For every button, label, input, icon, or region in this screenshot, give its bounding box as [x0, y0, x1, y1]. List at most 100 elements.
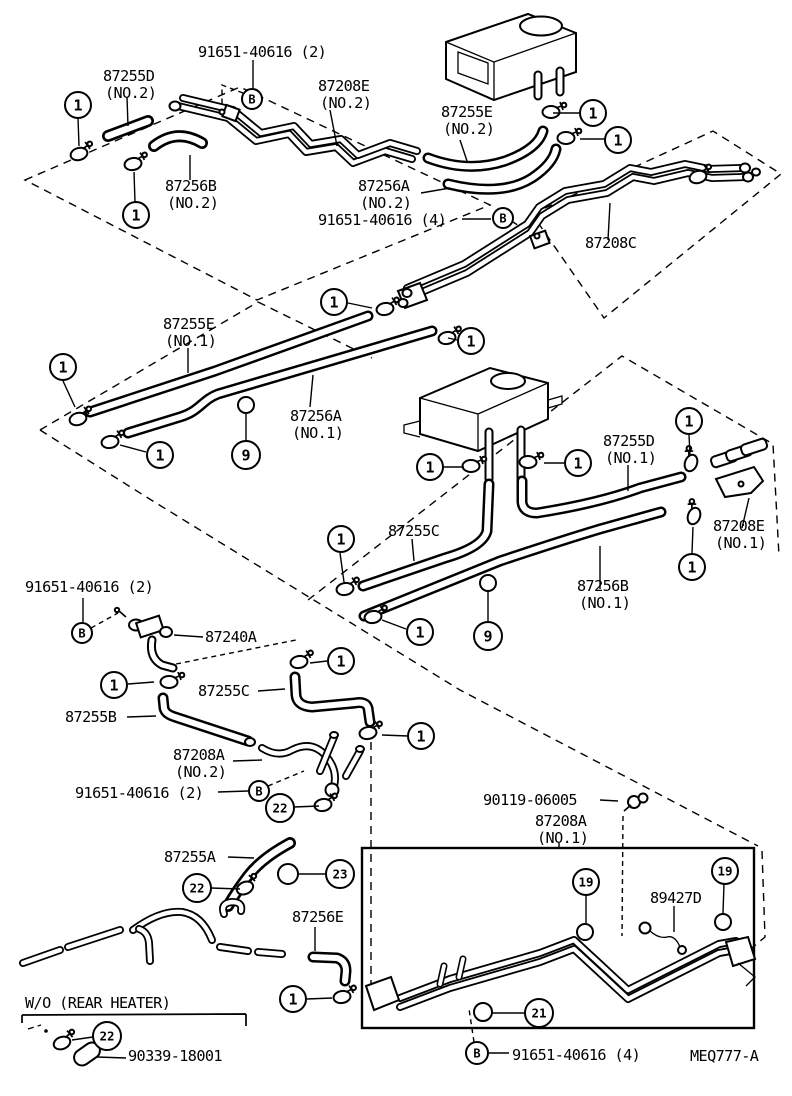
callout-1: 1 — [604, 126, 632, 154]
leader-lines — [62, 60, 750, 1059]
callout-1: 1 — [320, 288, 348, 316]
svg-text:1: 1 — [131, 206, 140, 224]
part-label-87208A-no2: 87208A(NO.2) — [173, 746, 226, 781]
svg-text:22: 22 — [272, 800, 287, 815]
svg-text:1: 1 — [573, 454, 582, 472]
callout-1: 1 — [457, 327, 485, 355]
part-label-90339-18001: 90339-18001 — [128, 1047, 222, 1065]
callout-9: 9 — [231, 440, 261, 470]
wo-rear-heater-note: W/O (REAR HEATER) — [25, 994, 170, 1012]
reference-point — [473, 1002, 493, 1022]
part-label-87256A-no1: 87256A(NO.1) — [290, 407, 343, 442]
bolt-marker-B: B — [241, 88, 263, 110]
part-label-87256A-no2: 87256A(NO.2) — [358, 177, 411, 212]
fittings — [73, 100, 769, 1067]
part-label-87240A: 87240A — [205, 628, 257, 646]
callout-1: 1 — [279, 985, 307, 1013]
svg-text:9: 9 — [483, 627, 492, 645]
part-label-89427D: 89427D — [650, 889, 702, 907]
part-label-87208C: 87208C — [585, 234, 636, 252]
svg-text:1: 1 — [684, 412, 693, 430]
svg-text:B: B — [248, 92, 255, 106]
part-label-91651-40616-4-bot: 91651-40616 (4) — [512, 1046, 640, 1064]
callout-23: 23 — [325, 859, 355, 889]
callout-19: 19 — [572, 868, 600, 896]
part-label-90119-06005: 90119-06005 — [483, 791, 577, 809]
rear-heater-unit-mid — [403, 366, 563, 484]
svg-text:21: 21 — [531, 1005, 546, 1020]
svg-text:1: 1 — [155, 446, 164, 464]
callout-22: 22 — [92, 1021, 122, 1051]
callout-1: 1 — [579, 99, 607, 127]
svg-text:1: 1 — [336, 530, 345, 548]
part-label-87208A-no1: 87208A(NO.1) — [535, 812, 588, 847]
bolt-90119-icon — [623, 792, 649, 812]
part-label-87255B: 87255B — [65, 708, 117, 726]
callout-1: 1 — [675, 407, 703, 435]
wo-rear-heater-bracket — [21, 1013, 247, 1033]
callout-1: 1 — [146, 441, 174, 469]
svg-text:1: 1 — [588, 104, 597, 122]
callout-1: 1 — [64, 91, 92, 119]
bolt-marker-B: B — [492, 207, 514, 229]
part-label-87208E-no2: 87208E(NO.2) — [318, 77, 371, 112]
frame-box — [360, 846, 757, 1030]
svg-text:1: 1 — [416, 727, 425, 745]
svg-text:1: 1 — [613, 131, 622, 149]
valve-87240a — [113, 606, 173, 639]
svg-text:B: B — [473, 1046, 480, 1060]
svg-text:19: 19 — [717, 863, 732, 878]
svg-text:1: 1 — [58, 358, 67, 376]
svg-text:1: 1 — [329, 293, 338, 311]
callout-1: 1 — [407, 722, 435, 750]
reference-point — [237, 396, 255, 414]
part-label-87255A: 87255A — [164, 848, 216, 866]
hose-87255c-low — [289, 671, 376, 728]
part-label-91651-40616-2-low: 91651-40616 (2) — [75, 784, 203, 802]
svg-text:1: 1 — [415, 623, 424, 641]
callout-21: 21 — [524, 998, 554, 1028]
bolt-marker-B: B — [465, 1041, 489, 1065]
callout-1: 1 — [564, 449, 592, 477]
svg-text:19: 19 — [578, 874, 593, 889]
part-label-91651-40616-2-mid: 91651-40616 (2) — [25, 578, 153, 596]
part-label-87256B-no2: 87256B(NO.2) — [165, 177, 218, 212]
callout-1: 1 — [100, 671, 128, 699]
reference-point — [277, 863, 299, 885]
part-label-87208E-no1: 87208E(NO.1) — [713, 517, 766, 552]
callout-1: 1 — [327, 647, 355, 675]
part-label-87255E-no2: 87255E(NO.2) — [441, 103, 494, 138]
rear-heater-unit-top — [445, 12, 577, 102]
svg-text:1: 1 — [109, 676, 118, 694]
sensor-89427d-icon — [638, 921, 687, 955]
callout-22: 22 — [182, 873, 212, 903]
svg-text:1: 1 — [288, 990, 297, 1008]
callout-22: 22 — [265, 793, 295, 823]
svg-text:1: 1 — [425, 458, 434, 476]
part-label-87255C-mid: 87255C — [388, 522, 439, 540]
callout-1: 1 — [406, 618, 434, 646]
svg-text:23: 23 — [332, 866, 347, 881]
part-label-87255E-no1: 87255E(NO.1) — [163, 315, 216, 350]
dashed-leaders — [90, 83, 624, 1043]
part-label-87256B-no1: 87256B(NO.1) — [577, 577, 630, 612]
svg-text:B: B — [499, 211, 506, 225]
hoses-and-pipes — [19, 94, 749, 1011]
bolt-marker-B: B — [248, 780, 270, 802]
part-labels-layer: 91651-40616 (2)87255D(NO.2)87208E(NO.2)8… — [25, 43, 767, 1065]
callout-1: 1 — [49, 353, 77, 381]
svg-text:1: 1 — [73, 96, 82, 114]
reference-point — [479, 574, 497, 592]
svg-text:1: 1 — [466, 332, 475, 350]
bolt-marker-B: B — [71, 622, 93, 644]
callout-9: 9 — [473, 621, 503, 651]
part-label-87256E: 87256E — [292, 908, 344, 926]
callout-1: 1 — [122, 201, 150, 229]
part-label-91651-40616-2-top: 91651-40616 (2) — [198, 43, 326, 61]
reference-point — [714, 913, 732, 931]
part-label-87255C-low: 87255C — [198, 682, 249, 700]
svg-text:B: B — [78, 626, 85, 640]
fitting-87208e-no1 — [709, 437, 769, 499]
callout-19: 19 — [711, 857, 739, 885]
